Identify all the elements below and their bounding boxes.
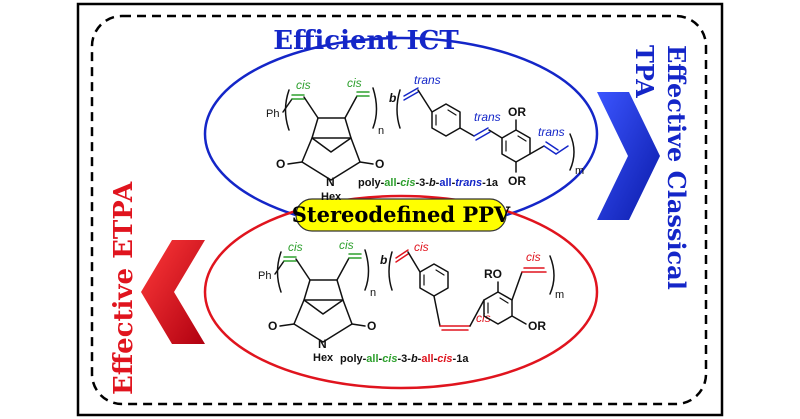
bottom-or-label: OR [528, 319, 546, 333]
top-b-label: b [389, 91, 396, 105]
top-hex-label: Hex [321, 191, 342, 203]
top-m-subscript: m [575, 165, 584, 177]
top-n-subscript: n [378, 125, 384, 137]
top-ph-label: Ph [266, 108, 279, 120]
bottom-m-subscript: m [555, 289, 564, 301]
top-o-label-1: O [276, 157, 285, 171]
bottom-structure: Ph cis cis O O N Hex n b cis c [258, 238, 564, 365]
red-chevron-arrow [141, 240, 205, 344]
bottom-cis-label-5: cis [526, 250, 541, 264]
top-structure: Ph cis cis O O N Hex n b trans [266, 73, 584, 203]
top-cis-label-2: cis [347, 76, 362, 90]
bottom-n-subscript: n [370, 287, 376, 299]
top-trans-label-2: trans [474, 110, 501, 124]
top-or-label-2: OR [508, 174, 526, 188]
bottom-n-label: N [318, 337, 327, 351]
bottom-ellipse [203, 194, 599, 390]
bottom-o-label-1: O [268, 319, 277, 333]
bottom-cis-label-3: cis [414, 240, 429, 254]
bottom-ro-label: RO [484, 267, 502, 281]
bottom-ph-label: Ph [258, 270, 271, 282]
blue-chevron-arrow [597, 92, 660, 220]
top-or-label-1: OR [508, 105, 526, 119]
bottom-cis-label-4: cis [476, 311, 491, 325]
bottom-hex-label: Hex [313, 352, 334, 364]
top-polymer-name: poly-all-cis-3-b-all-trans-1a [358, 177, 499, 189]
top-n-label: N [326, 175, 335, 189]
dashed-rounded-border [90, 14, 708, 406]
top-trans-label-1: trans [414, 73, 441, 87]
bottom-cis-label-1: cis [288, 240, 303, 254]
bottom-o-label-2: O [367, 319, 376, 333]
effective-classical-label: Effective Classical TPA [630, 45, 691, 298]
top-trans-label-3: trans [538, 125, 565, 139]
efficient-ict-label: Efficient ICT [273, 26, 459, 56]
effective-classical-line1: Effective Classical [662, 45, 691, 290]
stereodefined-ppv-box [295, 198, 507, 232]
stereodefined-ppv-label: Stereodefined PPV [292, 202, 511, 227]
effective-classical-line2: TPA [630, 45, 659, 98]
bottom-polymer-name: poly-all-cis-3-b-all-cis-1a [340, 353, 469, 365]
bottom-cis-label-2: cis [339, 238, 354, 252]
top-o-label-2: O [375, 157, 384, 171]
bottom-b-label: b [380, 253, 387, 267]
top-cis-label-1: cis [296, 78, 311, 92]
effective-etpa-label: Effective ETPA [109, 181, 139, 395]
